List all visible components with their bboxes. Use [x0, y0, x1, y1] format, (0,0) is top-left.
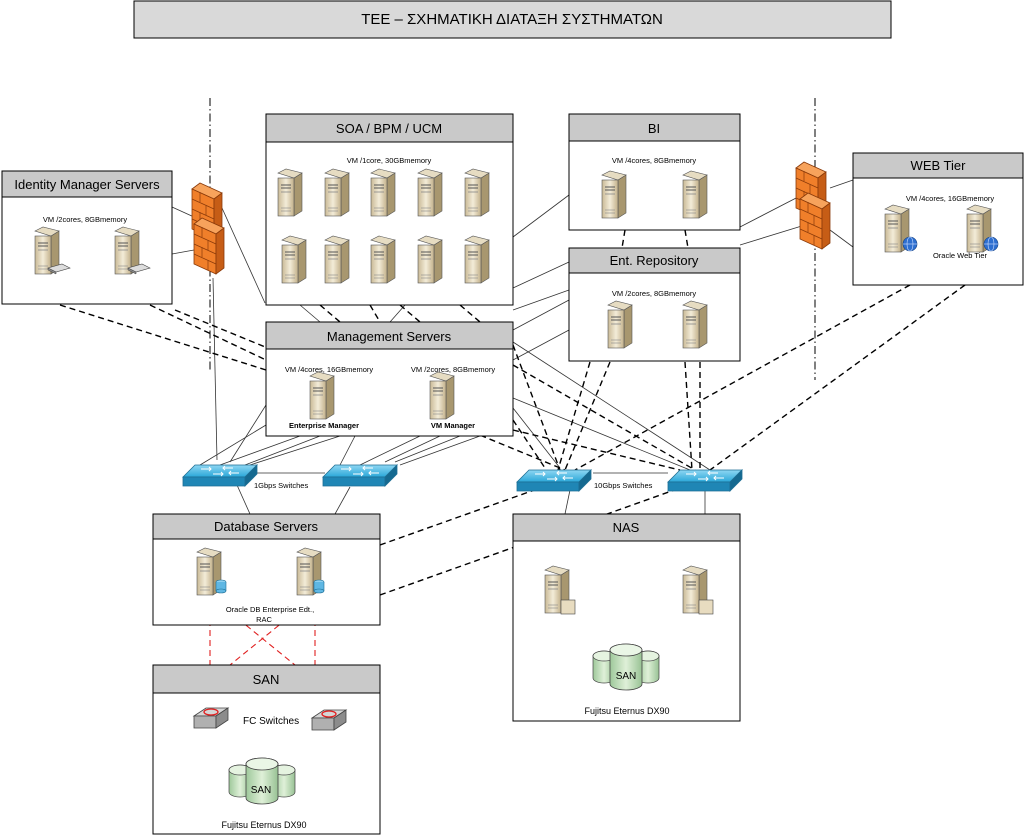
firewall-right-2-icon [799, 192, 831, 250]
db-cylinder-1-icon [215, 579, 227, 594]
database-servers-box: Database Servers Oracle DB Enterprise Ed… [152, 513, 381, 626]
nas-disk-2-icon [698, 599, 714, 615]
bi-box: BI VM /4cores, 8GBmemory [568, 113, 741, 231]
web-tier-box: WEB Tier VM /4cores, 16GBmemory Oracle W… [852, 152, 1024, 286]
switch-1gbps-1-icon [182, 464, 258, 487]
switch-10gbps-label: 10Gbps Switches [594, 481, 653, 490]
repository-title: Ent. Repository [610, 253, 699, 268]
db-cylinder-2-icon [313, 579, 325, 594]
switch-1gbps-label: 1Gbps Switches [254, 481, 308, 490]
web-tier-label: Oracle Web Tier [933, 251, 988, 260]
nas-san-storage-icon [592, 643, 660, 691]
san-storage-icon [228, 757, 296, 805]
bi-spec: VM /4cores, 8GBmemory [612, 156, 696, 165]
web-tier-spec: VM /4cores, 16GBmemory [906, 194, 995, 203]
fc-switches-label: FC Switches [243, 716, 299, 727]
soa-title: SOA / BPM / UCM [336, 121, 442, 136]
diagram-title: ΤΕΕ – ΣΧΗΜΑΤΙΚΗ ΔΙΑΤΑΞΗ ΣΥΣΤΗΜΑΤΩΝ [361, 11, 663, 28]
identity-manager-servers-box: Identity Manager Servers VM /2cores, 8GB… [1, 170, 173, 305]
web-globe-1-icon [902, 236, 918, 252]
web-globe-2-icon [983, 236, 999, 252]
nas-disk-1-icon [560, 599, 576, 615]
soa-bpm-ucm-box: SOA / BPM / UCM VM /1core, 30GBmemory [265, 113, 514, 306]
switch-1gbps-2-icon [322, 464, 398, 487]
management-spec-left: VM /4cores, 16GBmemory [285, 365, 374, 374]
database-label-line2: RAC [256, 615, 272, 624]
nas-storage-label: Fujitsu Eternus DX90 [584, 706, 669, 716]
nas-box: NAS SAN Fujitsu Eternus DX90 [512, 513, 741, 722]
nas-title: NAS [613, 520, 640, 535]
san-box: SAN FC Switches SAN Fujitsu Eternus DX90 [152, 664, 381, 835]
management-title: Management Servers [327, 329, 452, 344]
switch-10gbps-2-icon [667, 469, 743, 492]
management-spec-right: VM /2cores, 8GBmemory [411, 365, 495, 374]
identity-manager-spec: VM /2cores, 8GBmemory [43, 215, 127, 224]
database-label-line1: Oracle DB Enterprise Edt., [226, 605, 314, 614]
vm-manager-label: VM Manager [431, 421, 475, 430]
bi-title: BI [648, 121, 660, 136]
san-title: SAN [253, 672, 280, 687]
database-title: Database Servers [214, 519, 319, 534]
management-servers-box: Management Servers VM /4cores, 16GBmemor… [265, 321, 514, 437]
web-tier-title: WEB Tier [911, 158, 967, 173]
nas-san-icon-text: SAN [616, 671, 637, 682]
san-icon-text: SAN [251, 785, 272, 796]
switch-10gbps-1-icon [516, 469, 592, 492]
san-storage-label: Fujitsu Eternus DX90 [221, 820, 306, 830]
repository-spec: VM /2cores, 8GBmemory [612, 289, 696, 298]
identity-manager-title: Identity Manager Servers [14, 177, 160, 192]
firewall-left-2-icon [193, 217, 225, 275]
soa-spec: VM /1core, 30GBmemory [347, 156, 432, 165]
title-bar [133, 0, 892, 39]
ent-repository-box: Ent. Repository VM /2cores, 8GBmemory [568, 247, 741, 362]
enterprise-manager-label: Enterprise Manager [289, 421, 359, 430]
